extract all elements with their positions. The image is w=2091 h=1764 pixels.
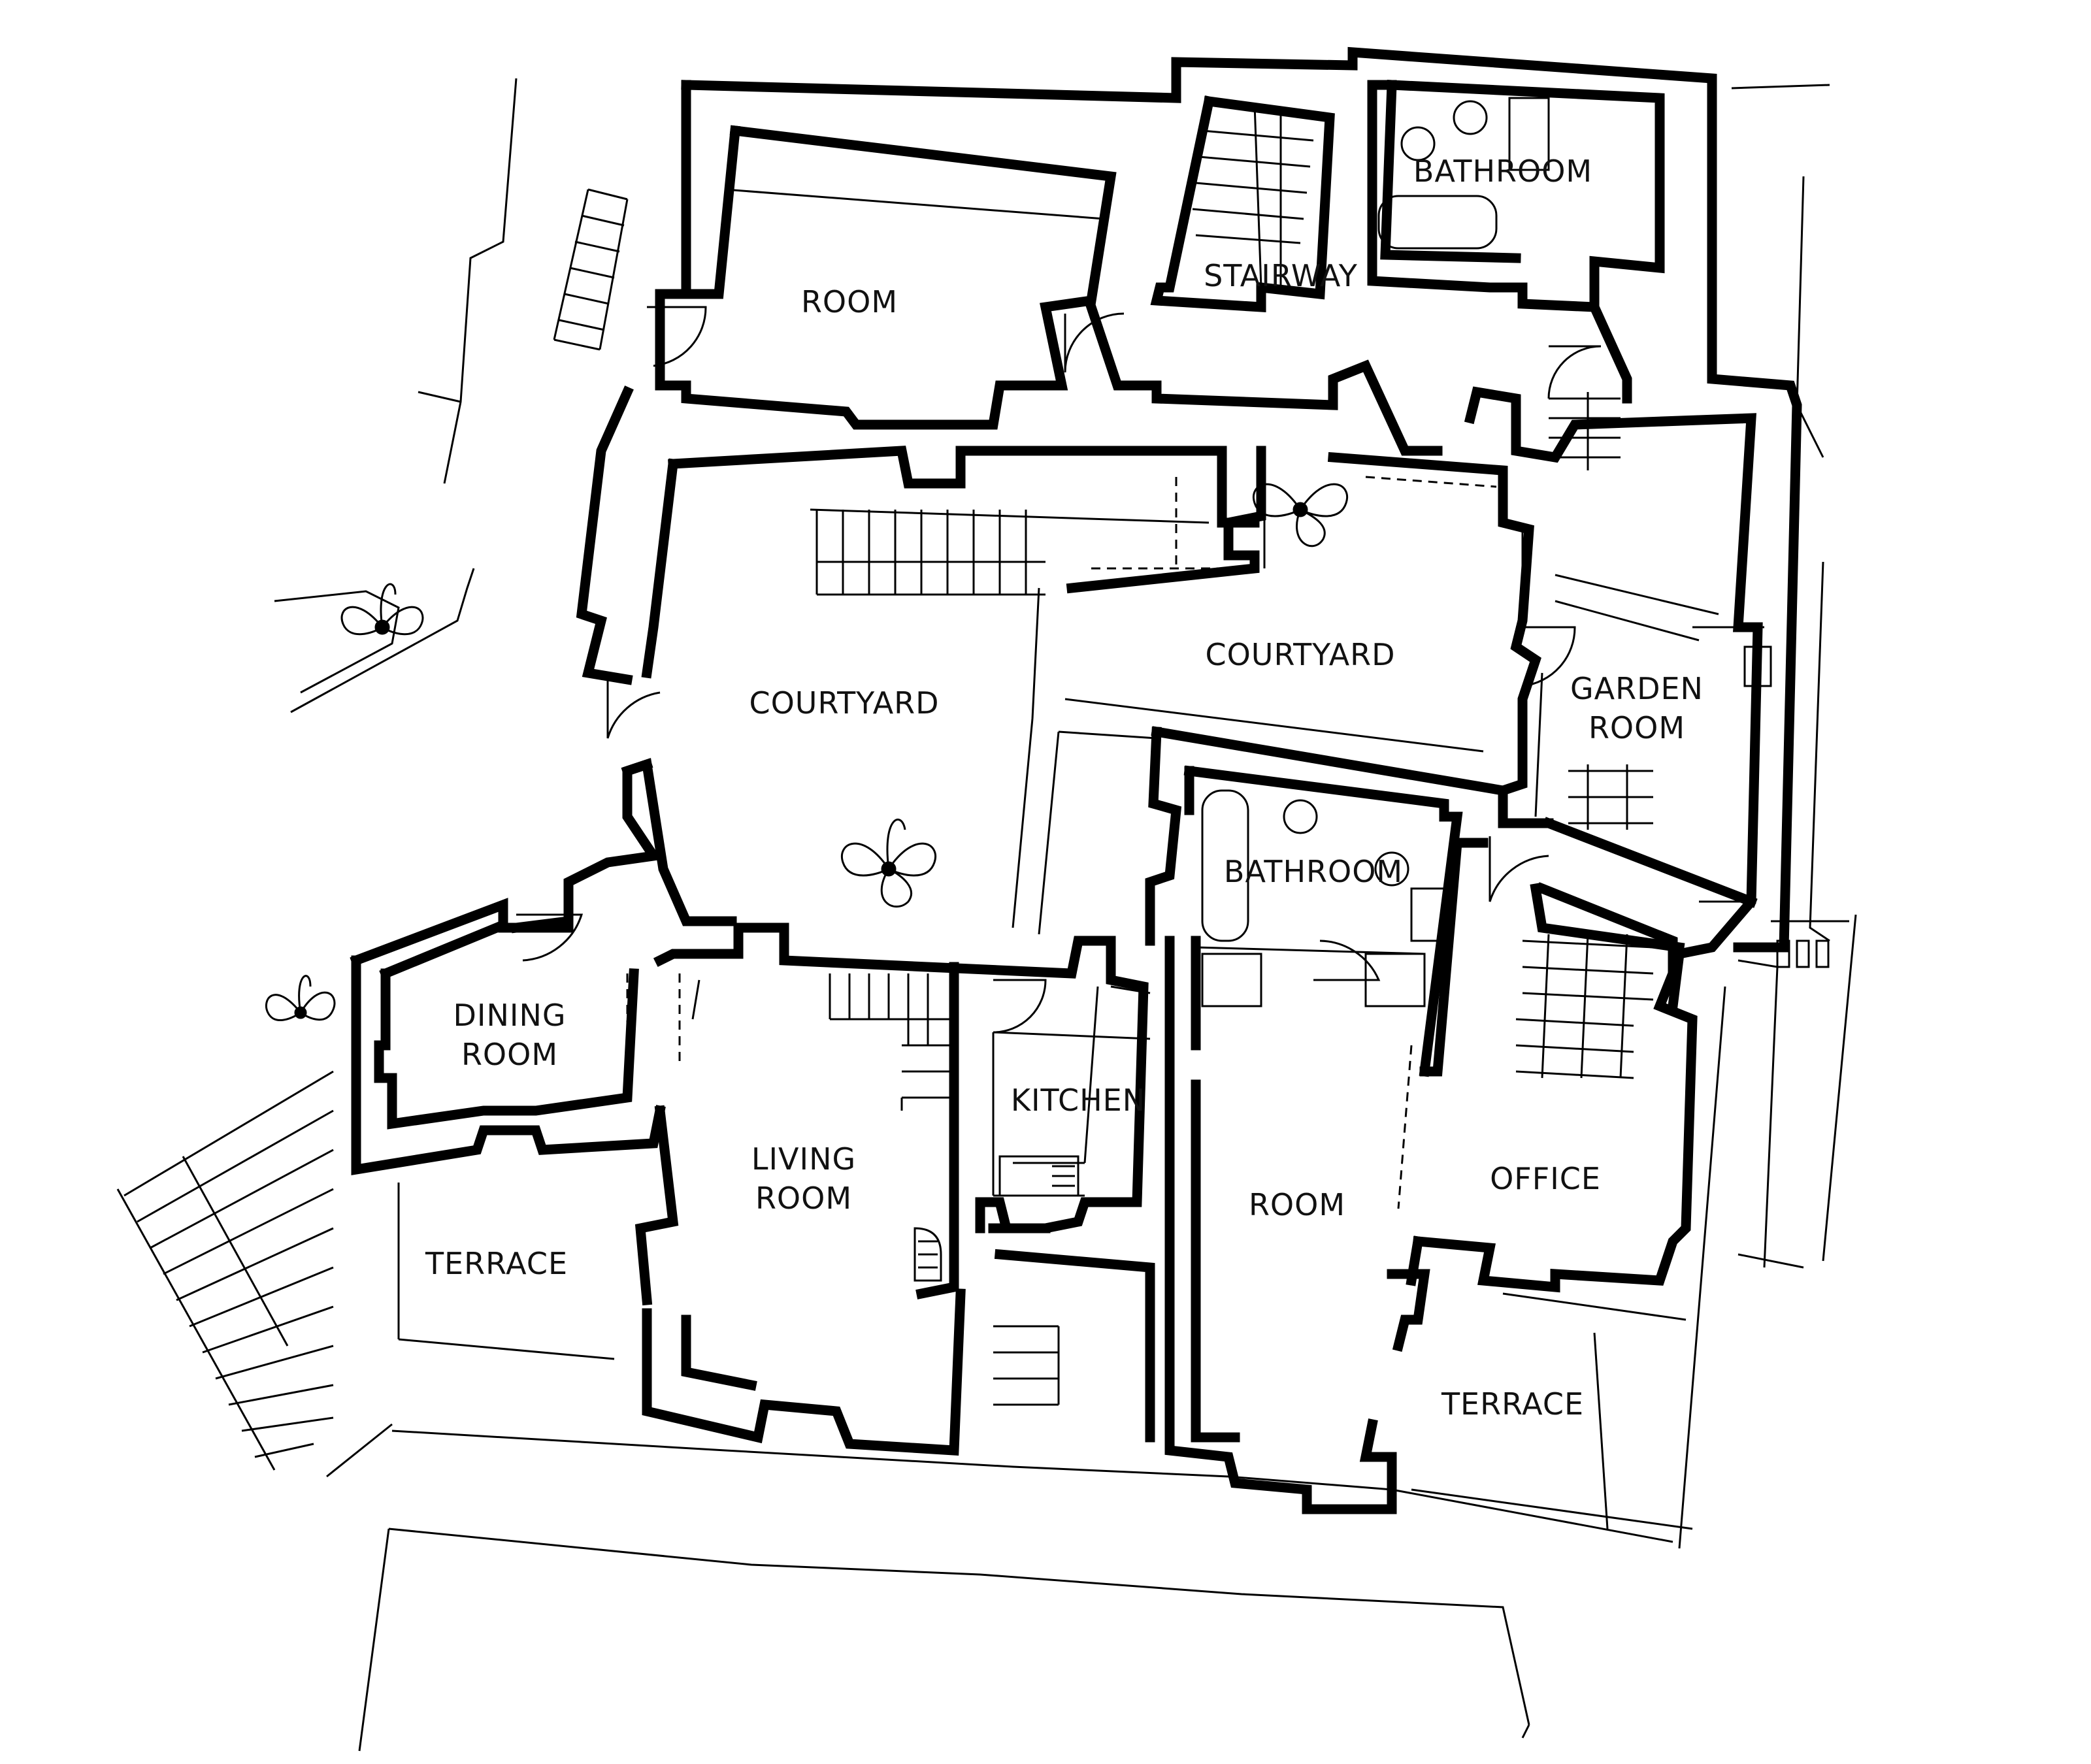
label-bathroom-top: BATHROOM: [1413, 154, 1592, 189]
garden-room-stairs: [1549, 392, 1653, 830]
office-stairs: [1515, 934, 1654, 1079]
label-living-room-line2: ROOM: [755, 1181, 852, 1216]
plant-exterior-top: [340, 583, 424, 636]
label-dining-room-line2: ROOM: [461, 1037, 558, 1072]
label-dining-room-line1: DINING: [453, 998, 566, 1033]
label-room-mid: ROOM: [1249, 1187, 1345, 1222]
exterior-stairs-upper: [553, 188, 629, 351]
label-courtyard-left: COURTYARD: [749, 685, 939, 721]
label-stairway: STAIRWAY: [1204, 258, 1358, 293]
label-courtyard-right: COURTYARD: [1205, 637, 1395, 672]
courtyard-stairs: [815, 510, 1046, 596]
plant-courtyard-right: [1253, 483, 1348, 547]
stairway-stairs: [1192, 104, 1314, 288]
label-terrace-left: TERRACE: [425, 1246, 568, 1281]
label-room-top: ROOM: [801, 284, 898, 319]
label-bathroom-mid: BATHROOM: [1224, 854, 1403, 889]
living-room-stairs: [829, 973, 954, 1111]
label-garden-room-line2: ROOM: [1589, 710, 1685, 745]
label-living-room-line1: LIVING: [751, 1141, 856, 1177]
label-office: OFFICE: [1490, 1161, 1601, 1196]
plants: [265, 483, 1348, 1022]
fixtures: [914, 97, 1830, 1282]
plant-courtyard-left: [841, 819, 936, 908]
dashed-lines: [626, 476, 1497, 1209]
walls: [350, 46, 1802, 1514]
interior-lines: [397, 188, 1764, 1530]
kitchen-lower-stairs: [993, 1325, 1060, 1406]
label-garden-room-line1: GARDEN: [1570, 671, 1704, 706]
label-kitchen: KITCHEN: [1011, 1083, 1145, 1118]
plant-exterior-left: [265, 975, 336, 1022]
label-terrace-right: TERRACE: [1441, 1386, 1584, 1422]
room-labels: ROOM STAIRWAY BATHROOM COURTYARD COURTYA…: [425, 154, 1704, 1422]
doors: [516, 306, 1602, 1034]
exterior-stairs-lower: [116, 1070, 334, 1471]
